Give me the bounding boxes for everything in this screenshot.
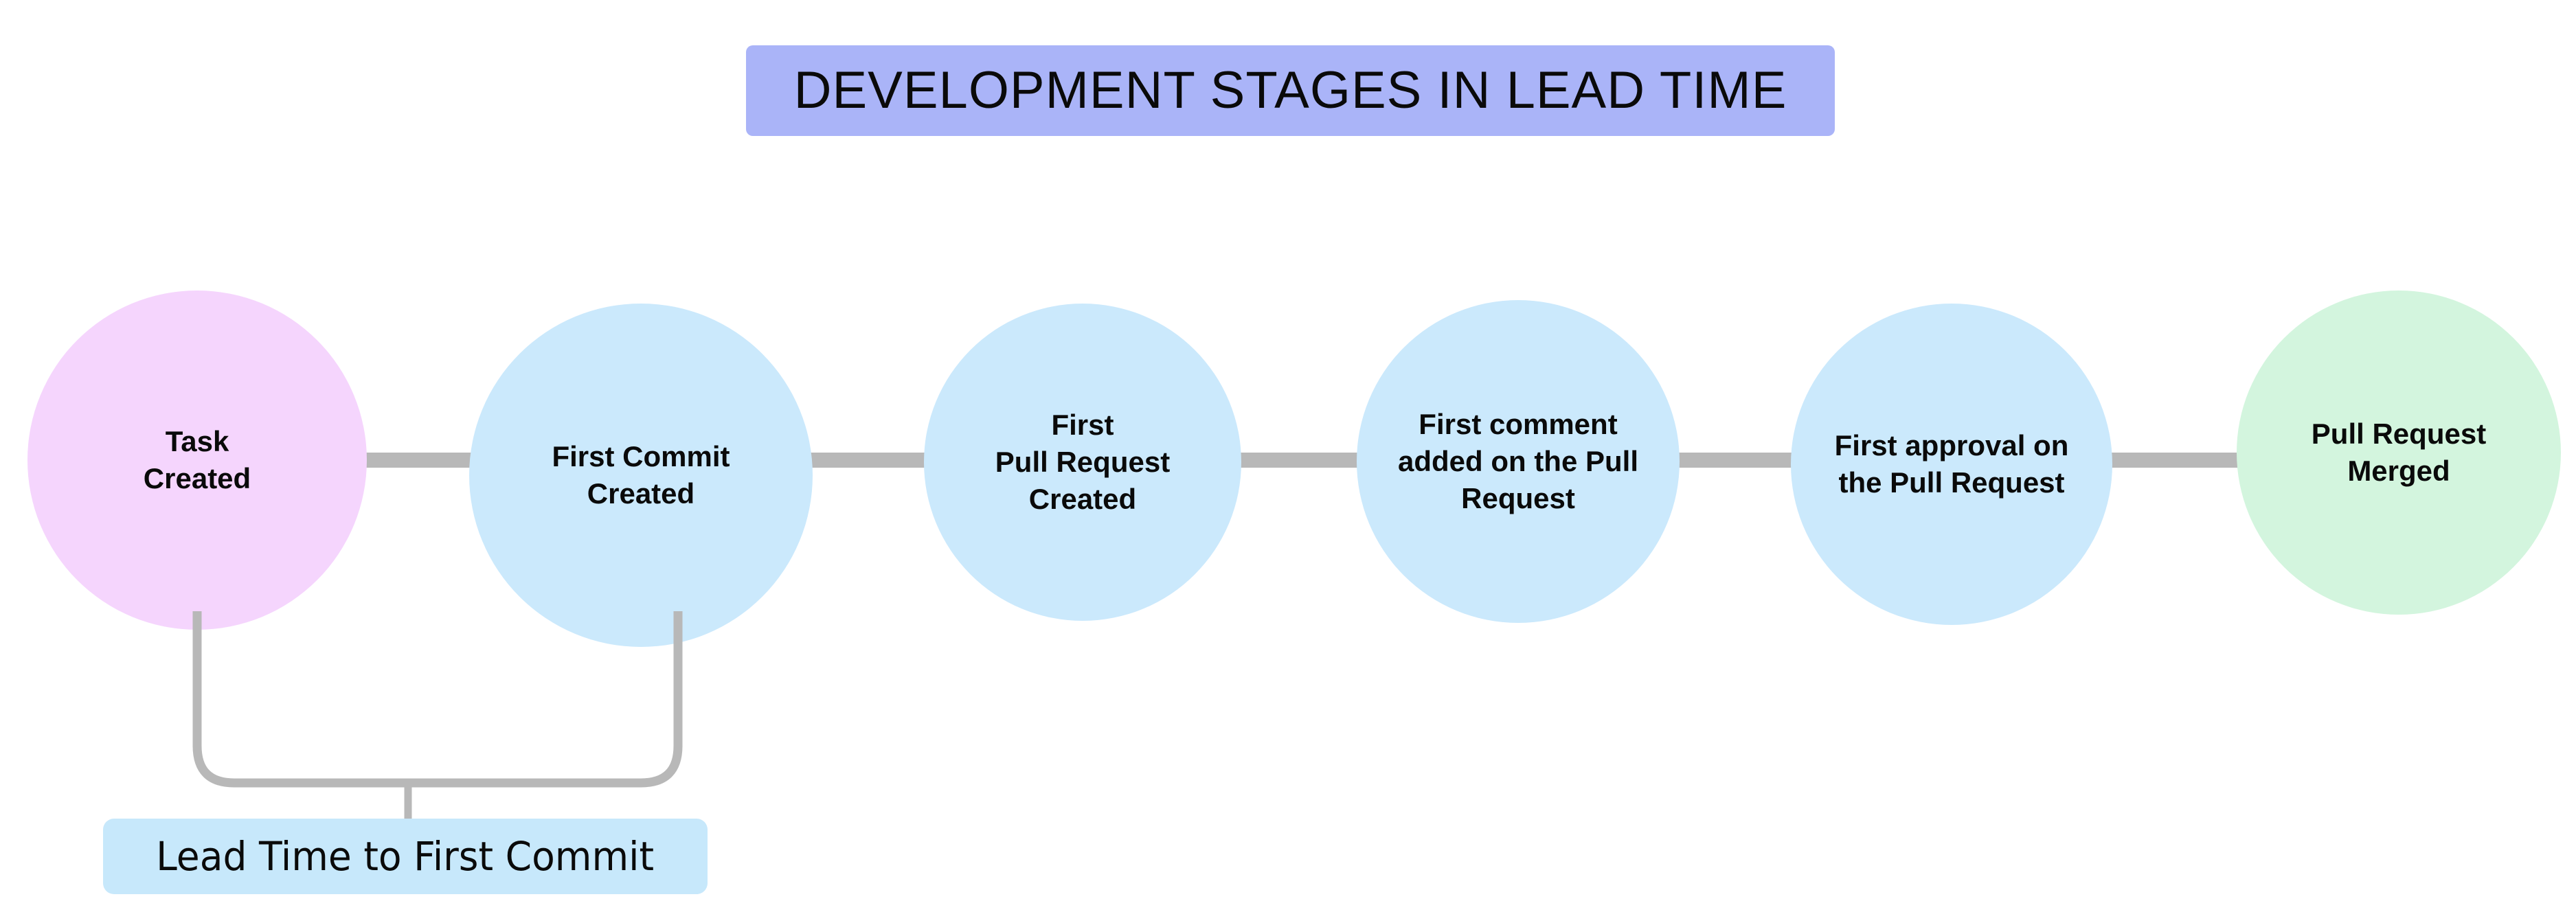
page-title: DEVELOPMENT STAGES IN LEAD TIME (793, 61, 1787, 119)
diagram-title-banner: DEVELOPMENT STAGES IN LEAD TIME (746, 45, 1835, 136)
pipeline-node-pull-request-merged[interactable]: Pull Request Merged (2237, 290, 2561, 615)
node-label: First approval on the Pull Request (1834, 429, 2069, 499)
annotation-label: Lead Time to First Commit (156, 833, 655, 880)
connector-task-created-to-first-commit (357, 453, 481, 468)
connector-first-commit-to-first-pull-request (802, 453, 934, 468)
connector-first-comment-to-first-approval (1669, 453, 1801, 468)
annotation-bracket (192, 611, 683, 825)
connector-first-pull-request-to-first-comment (1231, 453, 1367, 468)
pipeline-node-first-pull-request[interactable]: First Pull Request Created (924, 304, 1241, 621)
node-label: Pull Request Merged (2311, 418, 2487, 487)
node-label: Task Created (143, 425, 251, 494)
bracket-path (192, 611, 683, 788)
pipeline-node-task-created[interactable]: Task Created (27, 290, 367, 630)
node-label: First comment added on the Pull Request (1397, 408, 1638, 514)
annotation-lead-time-to-first-commit[interactable]: Lead Time to First Commit (103, 819, 708, 894)
pipeline-node-first-approval[interactable]: First approval on the Pull Request (1791, 304, 2112, 625)
pipeline-node-first-comment[interactable]: First comment added on the Pull Request (1357, 300, 1680, 623)
node-label: First Pull Request Created (995, 409, 1171, 515)
pipeline-node-first-commit[interactable]: First Commit Created (469, 304, 813, 647)
node-label: First Commit Created (552, 440, 730, 510)
connector-first-approval-to-pull-request-merged (2102, 453, 2248, 468)
